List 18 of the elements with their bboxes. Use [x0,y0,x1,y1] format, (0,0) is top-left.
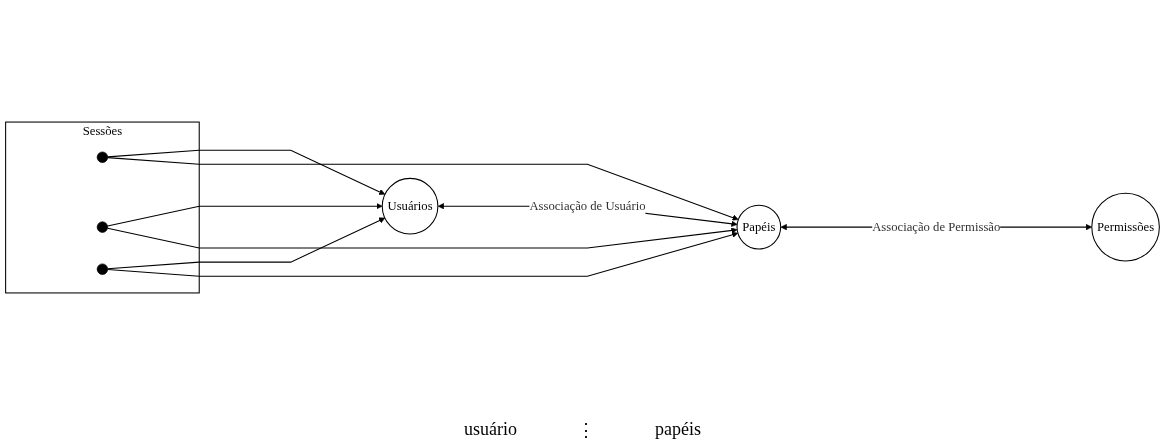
node-circle [96,151,109,163]
node-circle: Usuários [381,177,439,235]
cluster: Sessões [5,121,200,294]
arrow [107,149,386,195]
node-circle [96,263,109,275]
edge-label: Associação de Usuário [529,198,646,213]
note-text: usuário [464,419,517,441]
node-circle [96,221,109,233]
arrow [107,157,739,221]
arrow [107,203,383,227]
arrow [107,231,739,277]
node-circle: Permissões [1091,192,1160,262]
arrow [107,217,386,270]
edge-label: Associação de Permissão [872,219,1001,234]
note-text: papéis [655,419,701,441]
node-circle: Papéis [736,204,782,250]
arrow [107,227,738,249]
note-text: ⋮ [577,419,595,441]
